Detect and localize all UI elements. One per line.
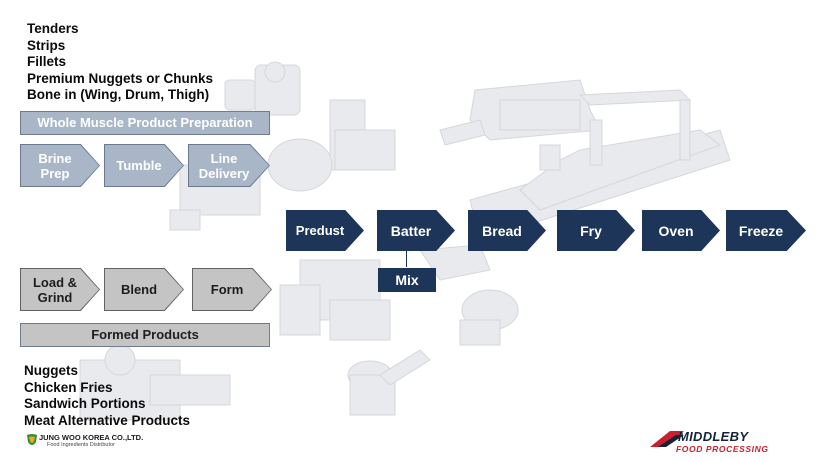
step-blend: Blend	[104, 268, 184, 311]
list-item: Sandwich Portions	[24, 396, 146, 411]
step-bread: Bread	[468, 210, 546, 251]
step-label: Form	[210, 282, 244, 297]
step-brine-prep: Brine Prep	[20, 144, 100, 187]
middleby-name: MIDDLEBY	[678, 429, 749, 444]
step-tumble: Tumble	[104, 144, 184, 187]
step-label: Blend	[120, 282, 158, 297]
step-load-grind: Load & Grind	[20, 268, 100, 311]
step-fry: Fry	[557, 210, 635, 251]
step-label: Load & Grind	[32, 274, 78, 305]
list-item: Fillets	[27, 54, 67, 69]
whole-muscle-products-list: Tenders Strips Fillets Premium Nuggets o…	[27, 21, 213, 104]
step-line-delivery: Line Delivery	[188, 144, 270, 187]
step-label: Line Delivery	[198, 150, 250, 181]
middleby-mark-icon	[650, 431, 684, 447]
list-item: Strips	[27, 37, 66, 53]
list-item: Tenders	[27, 21, 79, 36]
formed-products-list: Nuggets Chicken Fries Sandwich Portions …	[24, 363, 190, 429]
jungwoo-subtitle: Food Ingredients Distributor	[47, 442, 115, 448]
formed-products-banner: Formed Products	[20, 323, 270, 347]
list-item: Bone in (Wing, Drum, Thigh)	[27, 87, 210, 102]
step-label: Tumble	[116, 158, 162, 173]
middleby-logo: MIDDLEBY FOOD PROCESSING	[650, 428, 800, 456]
step-oven: Oven	[642, 210, 720, 251]
middleby-subtitle: FOOD PROCESSING	[676, 444, 769, 454]
list-item: Chicken Fries	[24, 379, 113, 395]
step-label: Brine Prep	[38, 150, 72, 181]
mix-connector-line	[406, 249, 407, 267]
list-item: Meat Alternative Products	[24, 412, 191, 428]
whole-muscle-banner: Whole Muscle Product Preparation	[20, 111, 270, 135]
step-predust: Predust	[286, 210, 364, 251]
step-freeze: Freeze	[726, 210, 806, 251]
list-item: Nuggets	[24, 363, 78, 378]
jungwoo-logo: JUNG WOO KOREA CO.,LTD. Food Ingredients…	[25, 433, 165, 451]
step-mix: Mix	[378, 268, 436, 292]
step-batter: Batter	[377, 210, 455, 251]
list-item: Premium Nuggets or Chunks	[27, 70, 214, 86]
jungwoo-name: JUNG WOO KOREA CO.,LTD.	[39, 433, 144, 442]
jungwoo-mark-icon	[27, 434, 37, 445]
step-form: Form	[192, 268, 272, 311]
